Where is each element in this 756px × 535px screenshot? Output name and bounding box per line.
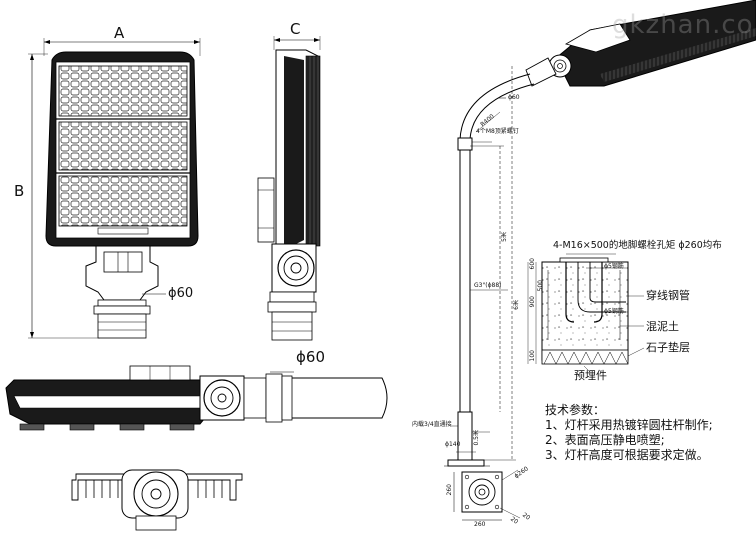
- front-arm-dia-label: ϕ60: [168, 286, 194, 301]
- pole-inner-thread-label: 内载3/4直通接: [412, 421, 452, 428]
- pole-arm-dia-label: ϕ60: [508, 94, 520, 101]
- bottom-view: [5, 365, 388, 431]
- embedded-label: 预埋件: [574, 369, 607, 382]
- pole-height-6m-label: 6米: [513, 300, 520, 310]
- pole-screws-label: 4个M8顶紧螺钉: [476, 128, 519, 135]
- steel-pipe-label: 穿线钢管: [646, 289, 690, 302]
- side-view: [257, 36, 321, 341]
- led-module-2: [58, 121, 188, 171]
- dim-600-label: 600: [529, 258, 536, 270]
- heat-sink-fins: [305, 55, 321, 247]
- pole-height-5m-label: 5米: [501, 232, 508, 242]
- concrete-label: 混泥土: [646, 320, 679, 333]
- rebar-1-label: ϕ5钢筋: [604, 263, 624, 270]
- notes-title: 技术参数：: [545, 403, 606, 417]
- base-width-label: 260: [474, 521, 486, 528]
- led-module-3: [58, 175, 188, 227]
- dim-900-label: 900: [529, 296, 536, 308]
- dim-a-label: A: [114, 24, 125, 42]
- notes-line-2: 2、表面高压静电喷塑;: [545, 433, 665, 447]
- end-view: [71, 469, 243, 531]
- pole-shaft: [459, 149, 471, 413]
- dim-500-label: 500: [537, 280, 544, 292]
- led-module-1: [58, 65, 188, 117]
- dim-c-label: C: [290, 20, 301, 38]
- base-plate-view: [453, 469, 521, 521]
- foundation-view: [527, 253, 645, 373]
- anchor-title: 4-M16×500的地脚螺栓孔矩 ϕ260均布: [553, 240, 722, 251]
- pole-base-dia-label: ϕ140: [445, 441, 461, 448]
- pole-thread-label: G3"(ϕ88): [474, 282, 502, 289]
- rebar-2-label: ϕ5钢筋: [604, 308, 624, 315]
- pole-pipe: [281, 377, 388, 419]
- dim-b-label: B: [14, 182, 25, 200]
- dim-100-label: 100: [529, 350, 536, 362]
- pole-base-height-label: 0.5米: [473, 430, 480, 446]
- base-height-label: 260: [446, 484, 453, 496]
- watermark: gkzhan.com: [612, 10, 756, 40]
- bottom-pipe-dia-label: ϕ60: [296, 348, 325, 366]
- front-view: [28, 38, 201, 339]
- notes-line-1: 1、灯杆采用热镀锌圆柱杆制作;: [545, 418, 713, 432]
- pole-view: [444, 0, 756, 467]
- gravel-label: 石子垫层: [646, 341, 690, 354]
- notes-line-3: 3、灯杆高度可根据要求定做。: [545, 448, 709, 462]
